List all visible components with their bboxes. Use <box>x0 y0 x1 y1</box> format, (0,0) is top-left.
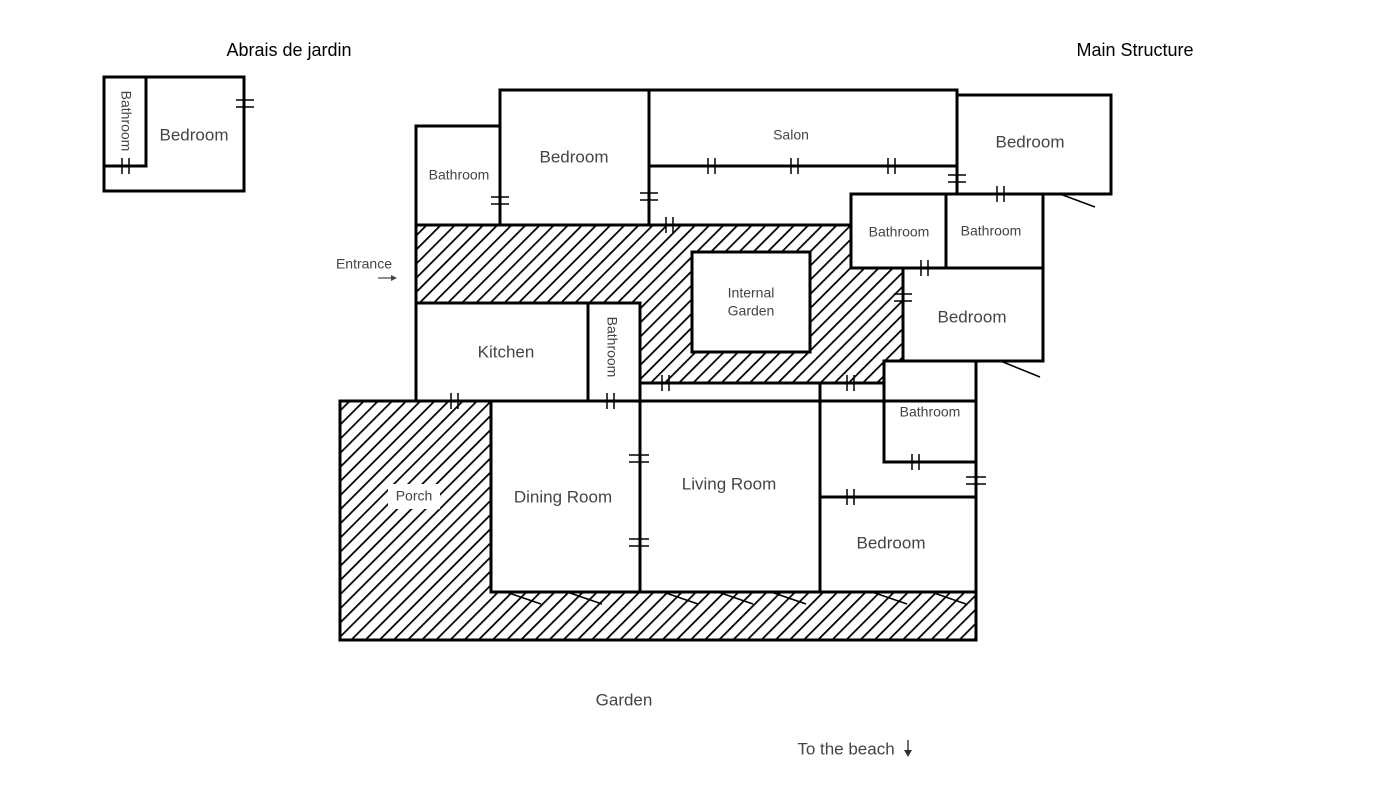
down-arrow-icon <box>904 740 912 757</box>
living-room-label: Living Room <box>682 474 777 493</box>
door-swings <box>505 193 1096 605</box>
bedroom-se-label: Bedroom <box>857 533 926 552</box>
bedroom-n <box>498 88 651 227</box>
bathroom-se-label: Bathroom <box>900 404 961 420</box>
annex-bathroom-label: Bathroom <box>118 91 134 152</box>
dining-room-label: Dining Room <box>514 487 612 506</box>
garden-label: Garden <box>596 690 653 709</box>
annex-bathroom-door-icon <box>121 158 130 174</box>
annex-building: Bathroom Bedroom <box>102 75 254 193</box>
porch-label-bg <box>388 484 440 509</box>
door-icons-horizontal <box>491 174 986 547</box>
bedroom-n-label: Bedroom <box>540 147 609 166</box>
living-room <box>638 381 822 594</box>
bedroom-se <box>818 495 978 594</box>
annex-door-icon <box>236 99 254 108</box>
annex-title: Abrais de jardin <box>226 40 351 60</box>
salon-label: Salon <box>773 127 809 143</box>
entrance-label: Entrance <box>336 256 392 272</box>
bathroom-kitchen <box>586 301 642 403</box>
annex-bedroom-label: Bedroom <box>160 125 229 144</box>
kitchen-label: Kitchen <box>478 342 535 361</box>
annex-bathroom <box>102 75 148 168</box>
door-icons-vertical <box>450 158 1005 505</box>
bathroom-kitchen-label: Bathroom <box>604 317 620 378</box>
bedroom-ne <box>955 93 1113 196</box>
bathroom-nw-label: Bathroom <box>429 167 490 183</box>
bathroom-e2 <box>944 192 1045 270</box>
entrance-arrow-icon <box>378 275 397 281</box>
main-structure-title: Main Structure <box>1076 40 1193 60</box>
bedroom-e <box>901 266 1045 363</box>
bedroom-e-label: Bedroom <box>938 307 1007 326</box>
bathroom-se <box>882 359 978 464</box>
porch-outline <box>338 399 978 642</box>
internal-garden-label-1: Internal <box>728 285 775 301</box>
porch-label: Porch <box>396 488 433 504</box>
internal-garden <box>690 250 812 354</box>
bathroom-e1-label: Bathroom <box>869 224 930 240</box>
beach-label: To the beach <box>797 739 894 758</box>
bedroom-ne-label: Bedroom <box>996 132 1065 151</box>
bathroom-nw <box>414 124 502 227</box>
internal-garden-label-2: Garden <box>728 303 775 319</box>
bathroom-e2-label: Bathroom <box>961 223 1022 239</box>
